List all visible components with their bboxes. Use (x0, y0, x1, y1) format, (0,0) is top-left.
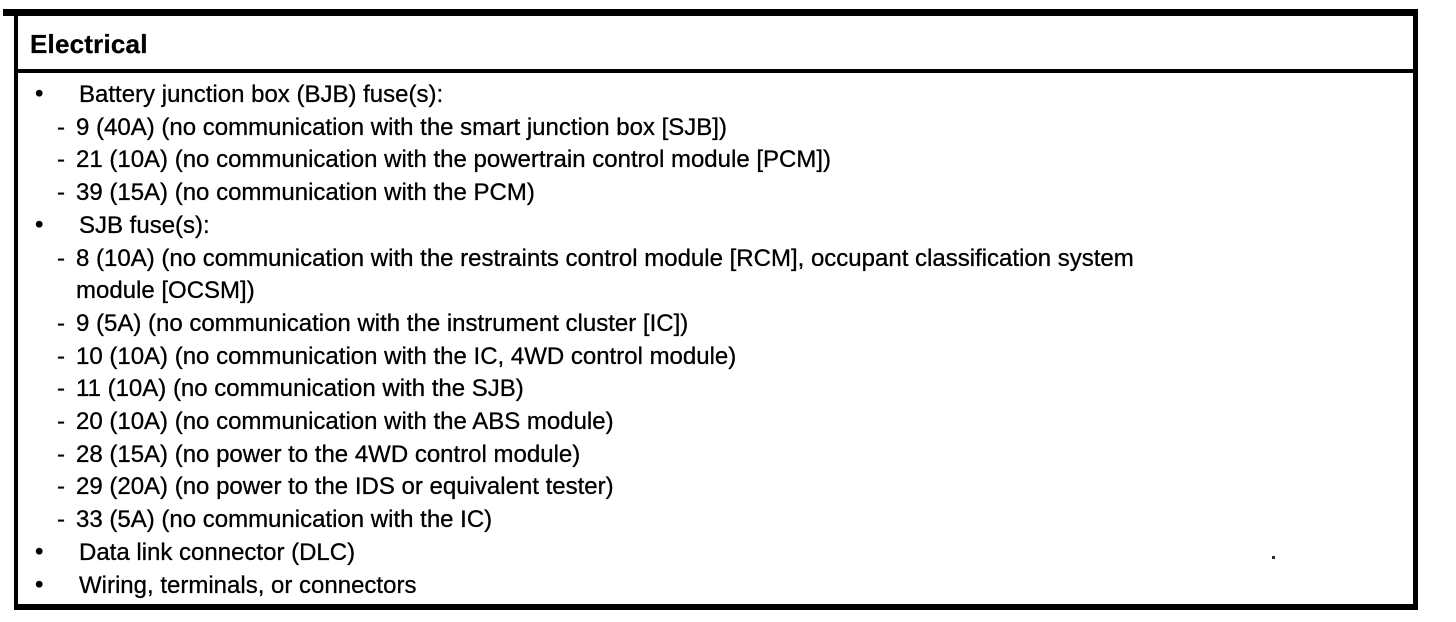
sub-item: -21 (10A) (no communication with the pow… (18, 144, 1413, 177)
sub-item-text: 29 (20A) (no power to the IDS or equival… (76, 473, 614, 501)
dash-icon: - (57, 506, 65, 534)
dash-icon: - (57, 179, 65, 207)
table-header-row: Electrical (18, 16, 1413, 73)
dash-icon: - (57, 309, 65, 337)
sub-item: -28 (15A) (no power to the 4WD control m… (18, 439, 1413, 472)
bullet-icon: • (35, 80, 44, 107)
dash-icon: - (57, 375, 65, 403)
bullet-item-text: Battery junction box (BJB) fuse(s): (79, 81, 444, 108)
electrical-table: Electrical • Battery junction box (BJB) f… (3, 9, 1418, 610)
dash-icon: - (57, 244, 65, 272)
bullet-item-text: Wiring, terminals, or connectors (79, 571, 417, 599)
scan-speck-artifact (1272, 556, 1275, 559)
dash-icon: - (57, 408, 65, 436)
sub-item: -33 (5A) (no communication with the IC) (18, 504, 1413, 537)
bullet-item: • SJB fuse(s): (18, 210, 1413, 243)
sub-item-text: 9 (40A) (no communication with the smart… (76, 113, 727, 141)
bullet-item: • Data link connector (DLC) (18, 537, 1413, 570)
sub-item: -39 (15A) (no communication with the PCM… (18, 177, 1413, 210)
table-body-cell: •Battery junction box (BJB) fuse(s):-9 (… (18, 73, 1413, 602)
dash-icon: - (57, 146, 65, 174)
sub-item: -9 (40A) (no communication with the smar… (18, 112, 1413, 145)
table-title: Electrical (30, 29, 148, 59)
sub-item-text: 39 (15A) (no communication with the PCM) (76, 179, 535, 207)
dash-icon: - (57, 113, 65, 141)
sub-item: -10 (10A) (no communication with the IC,… (18, 341, 1413, 374)
bullet-icon: • (35, 210, 44, 238)
sub-item-text: 8 (10A) (no communication with the restr… (76, 244, 1134, 305)
bullet-item-text: SJB fuse(s): (79, 211, 210, 239)
sub-item: -8 (10A) (no communication with the rest… (18, 243, 1413, 308)
bullet-icon: • (35, 570, 44, 598)
sub-item-text: 28 (15A) (no power to the 4WD control mo… (76, 440, 581, 468)
bullet-icon: • (35, 537, 44, 565)
sub-item: -9 (5A) (no communication with the instr… (18, 308, 1413, 341)
dash-icon: - (57, 440, 65, 468)
sub-item-text: 33 (5A) (no communication with the IC) (76, 506, 493, 534)
sub-item-text: 9 (5A) (no communication with the instru… (76, 309, 689, 337)
sub-item-text: 20 (10A) (no communication with the ABS … (76, 408, 614, 436)
sub-item-text: 10 (10A) (no communication with the IC, … (76, 342, 737, 370)
dash-icon: - (57, 342, 65, 370)
sub-item: -20 (10A) (no communication with the ABS… (18, 406, 1413, 439)
sub-item-text: 21 (10A) (no communication with the powe… (76, 146, 831, 174)
sub-item: -29 (20A) (no power to the IDS or equiva… (18, 471, 1413, 504)
bullet-item: • Battery junction box (BJB) fuse(s): (18, 79, 1413, 112)
bullet-item-text: Data link connector (DLC) (79, 538, 356, 566)
dash-icon: - (57, 473, 65, 501)
sub-item-text: 11 (10A) (no communication with the SJB) (76, 375, 524, 403)
bullet-item: • Wiring, terminals, or connectors (18, 570, 1413, 603)
sub-item: -11 (10A) (no communication with the SJB… (18, 373, 1413, 406)
